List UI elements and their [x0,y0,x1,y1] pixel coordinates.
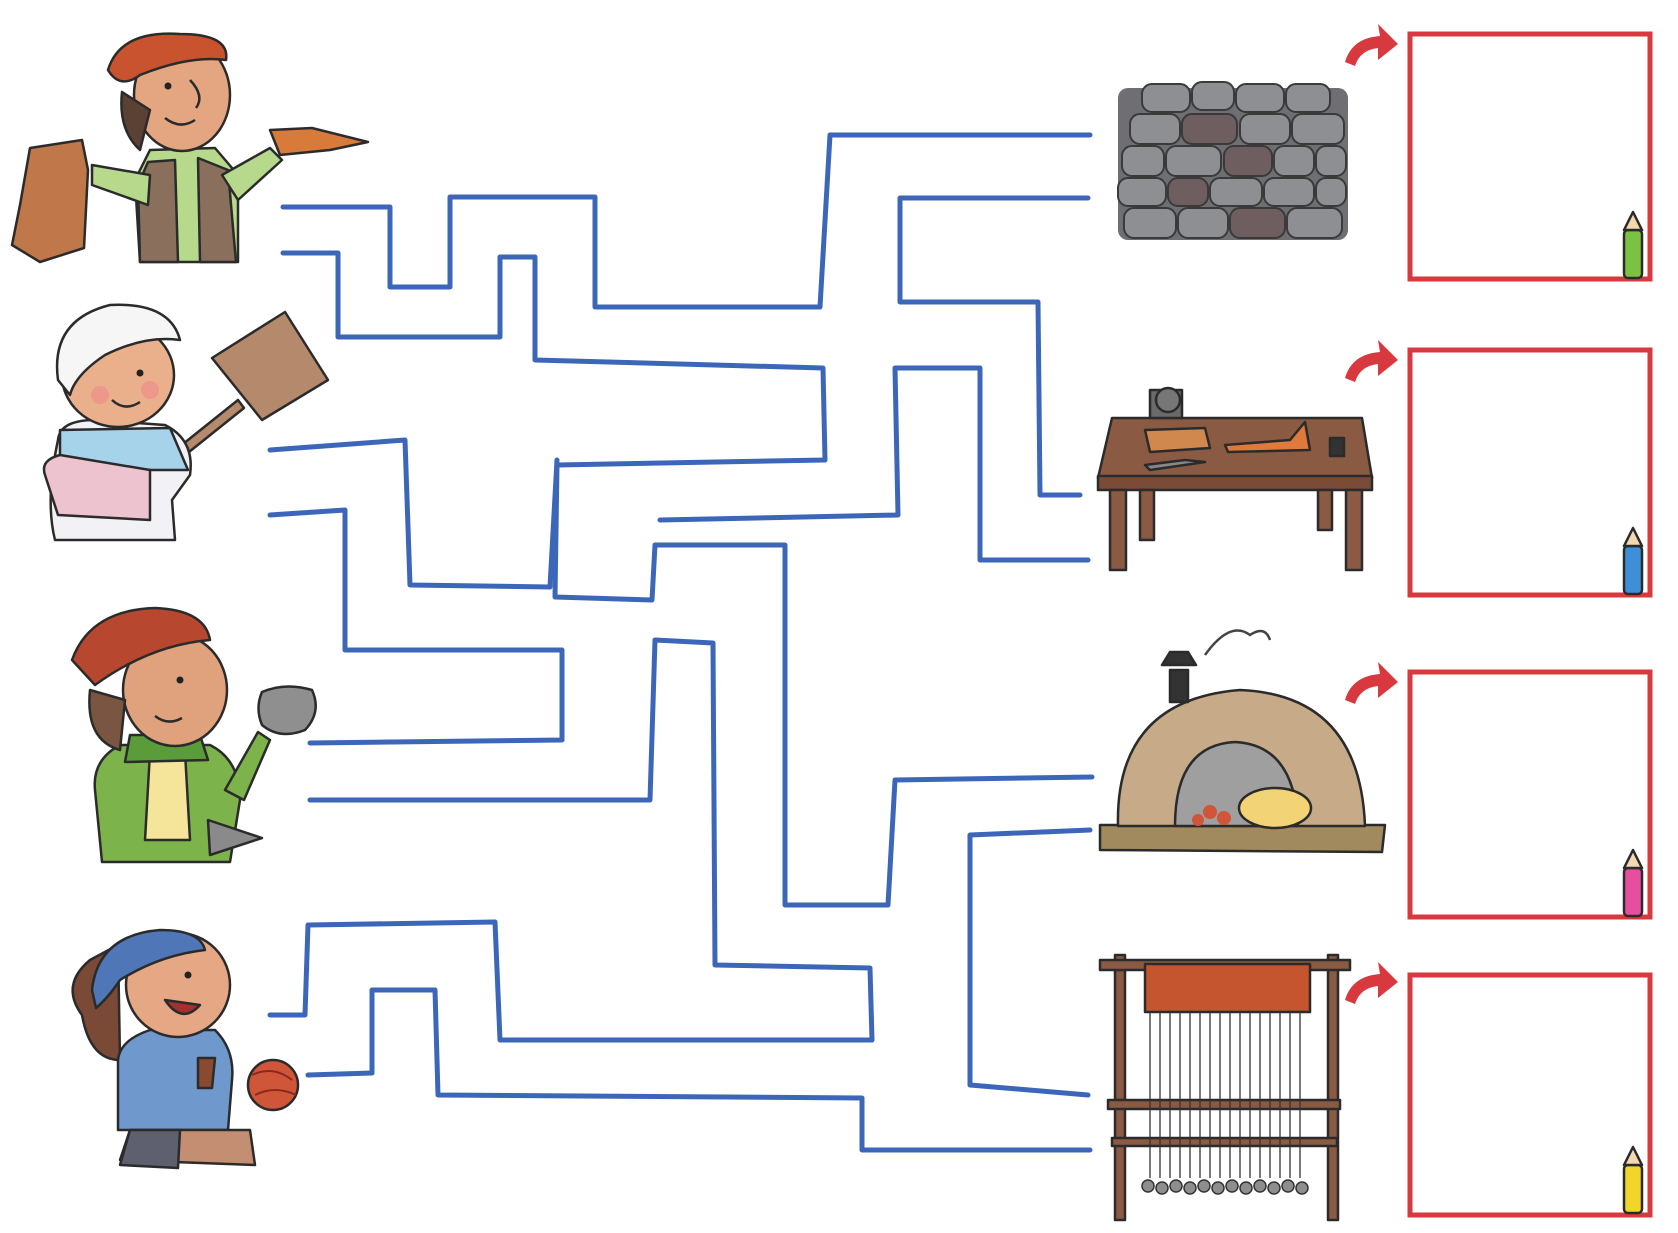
oven-icon [1098,629,1387,854]
answer-box-3[interactable] [1345,662,1653,920]
crayon-icon [1622,210,1644,280]
answer-box-4[interactable] [1345,962,1653,1218]
stonemason-icon [70,606,317,864]
arrow-icon [1345,962,1398,1004]
arrow-icon [1345,24,1398,66]
loom-icon [1098,953,1352,1222]
arrow-icon [1345,340,1398,382]
crayon-icon [1622,848,1644,918]
answer-box-2[interactable] [1345,340,1653,598]
crayon-icon [1622,526,1644,596]
stone-wall-icon [1117,81,1348,240]
arrow-icon [1345,662,1398,704]
answer-box-1[interactable] [1345,24,1653,282]
workbench-icon [1096,386,1374,572]
crayon-icon [1622,1145,1644,1215]
weaver-icon [71,928,300,1170]
maze-paths [267,132,1095,1153]
baker-icon [42,303,330,542]
leatherworker-icon [10,32,370,264]
